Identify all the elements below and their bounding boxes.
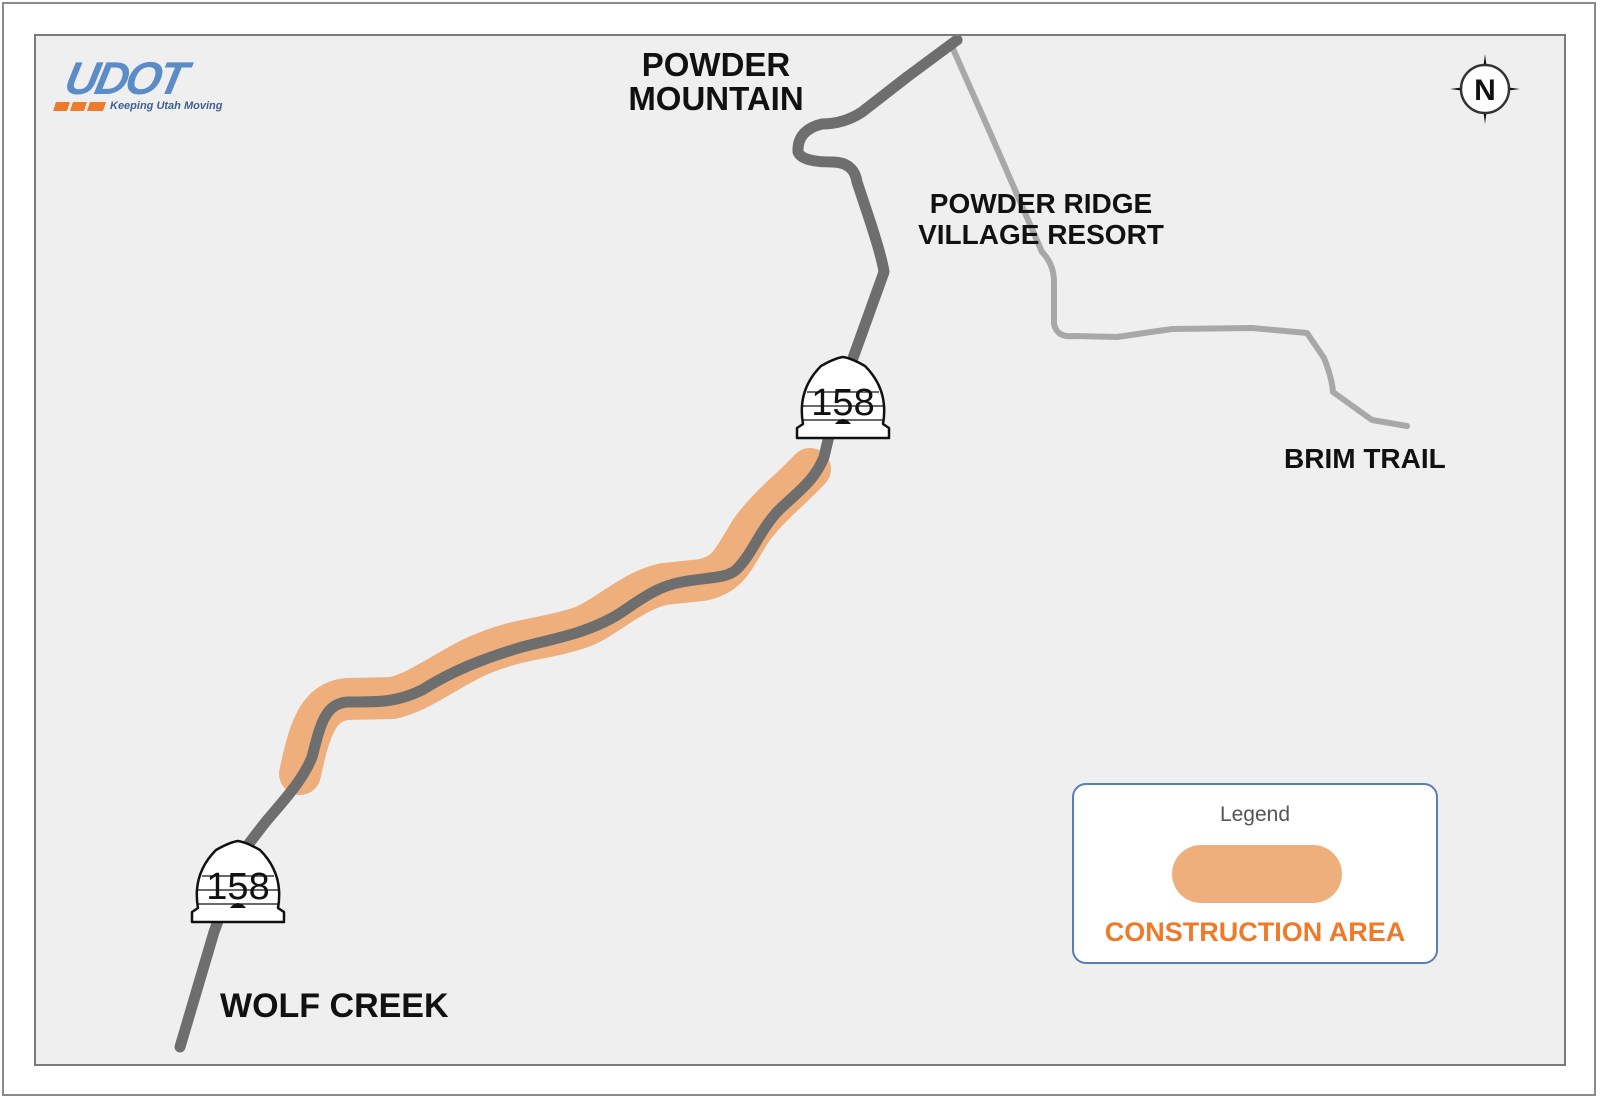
legend-swatch-construction-area <box>1172 845 1342 903</box>
route-shield-icon <box>190 839 286 924</box>
label-powder-ridge-village-resort: POWDER RIDGE VILLAGE RESORT <box>918 188 1164 250</box>
map-panel: 158 158 UDOT Keeping Utah Moving N POWDE… <box>34 34 1566 1066</box>
north-arrow-icon: N <box>1450 54 1520 124</box>
route-shield-number: 158 <box>811 382 874 424</box>
legend: Legend CONSTRUCTION AREA <box>1072 783 1438 964</box>
brim-trail-road <box>947 39 1410 429</box>
udot-logo: UDOT Keeping Utah Moving <box>50 52 270 118</box>
label-wolf-creek: WOLF CREEK <box>220 987 449 1025</box>
logo-stripes-icon <box>53 102 106 111</box>
sr-158-highway <box>174 36 963 1053</box>
route-shield-number: 158 <box>206 866 269 908</box>
compass-label: N <box>1474 74 1496 107</box>
route-shield-icon <box>795 355 891 440</box>
construction-area-highlight <box>279 448 831 795</box>
logo-wordmark: UDOT <box>60 52 190 104</box>
legend-label-construction-area: CONSTRUCTION AREA <box>1104 917 1406 947</box>
label-powder-mountain: POWDER MOUNTAIN <box>628 46 804 117</box>
logo-tagline: Keeping Utah Moving <box>110 100 223 112</box>
legend-title: Legend <box>1219 803 1291 826</box>
label-brim-trail: BRIM TRAIL <box>1284 443 1446 474</box>
map-canvas: 158 158 <box>174 36 1410 1053</box>
